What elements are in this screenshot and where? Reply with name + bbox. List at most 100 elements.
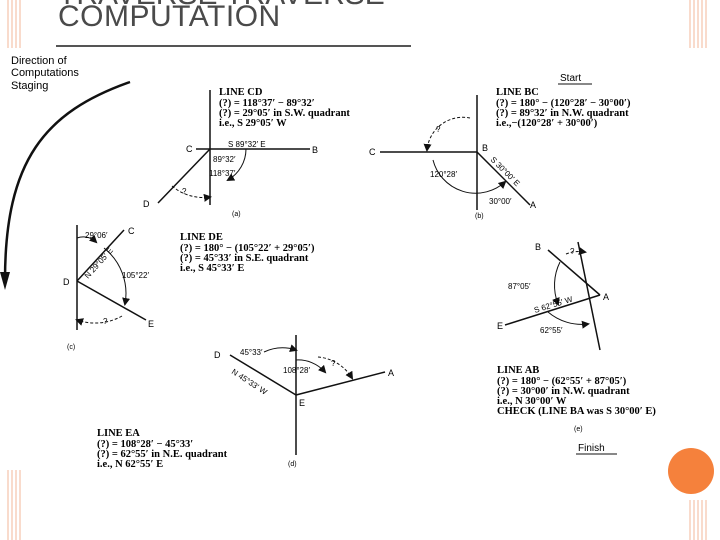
figure-d: D A E 45°33′ N 45°33′ W 108°28′ ? (d): [214, 335, 394, 468]
fig-a-line-cd: [157, 148, 211, 204]
fig-a-point-c: C: [186, 144, 193, 154]
fig-c-point-c: C: [128, 226, 135, 236]
line-ab-line-2: (?) = 30°00′ in N.W. quadrant: [497, 386, 630, 397]
fig-c-bearing: N 29°05′ E: [83, 246, 115, 280]
fig-e-angle-bottom-arc: [547, 311, 590, 329]
fig-b-question: ?: [436, 125, 441, 134]
fig-c-angle-top: 29°06′: [85, 231, 108, 240]
fig-a-angle-big: 118°37′: [209, 169, 236, 178]
line-bc-text: LINE BC (?) = 180° − (120°28′ − 30°00′) …: [496, 87, 631, 129]
fig-c-line-dc: [76, 229, 125, 282]
fig-e-point-a: A: [603, 292, 609, 302]
fig-e-meridian: [577, 241, 601, 351]
line-cd-text: LINE CD (?) = 118°37′ − 89°32′ (?) = 29°…: [219, 87, 350, 129]
fig-b-line-ba: [476, 151, 531, 206]
fig-b-point-a: A: [530, 200, 536, 210]
fig-e-question: ?: [570, 247, 575, 256]
fig-a-angle-q-arc: [171, 185, 212, 202]
fig-b-angle-q-arc: [423, 116, 471, 152]
figure-c: C D E 29°06′ N 29°05′ E 105°22′ ? (c): [63, 225, 154, 351]
slide-title: COMPUTATION: [58, 0, 281, 33]
fig-b-bearing: S 30°00′ E: [489, 155, 522, 188]
direction-label-3: Staging: [11, 80, 48, 92]
line-de-line-2: (?) = 45°33′ in S.E. quadrant: [180, 253, 309, 264]
line-bc-line-1: (?) = 180° − (120°28′ − 30°00′): [496, 98, 631, 109]
fig-d-angle-q-arc: [317, 356, 354, 380]
line-bc-heading: LINE BC: [496, 87, 539, 98]
fig-e-angle-top: 87°05′: [508, 282, 531, 291]
line-bc-line-2: (?) = 89°32′ in N.W. quadrant: [496, 108, 629, 119]
direction-arrow-curve: [3, 80, 131, 281]
line-ab-text: LINE AB (?) = 180° − (62°55′ + 87°05′) (…: [497, 365, 656, 417]
fig-d-line-de: [229, 354, 297, 396]
slide-title-cut: TRAVERSE TRAVERSE: [58, 0, 385, 12]
fig-a-point-b: B: [312, 145, 318, 155]
line-ea-heading: LINE EA: [97, 428, 140, 439]
fig-c-question: ?: [103, 317, 108, 326]
line-cd-line-3: i.e., S 29°05′ W: [219, 118, 287, 129]
fig-d-question: ?: [331, 359, 336, 368]
fig-c-line-de: [76, 280, 147, 321]
line-de-line-1: (?) = 180° − (105°22′ + 29°05′): [180, 243, 315, 254]
fig-e-angle-q-arc: [565, 247, 587, 255]
fig-e-bearing: S 62°55′ W: [533, 295, 574, 315]
line-ea-text: LINE EA (?) = 108°28′ − 45°33′ (?) = 62°…: [97, 428, 228, 470]
fig-e-angle-bottom: 62°55′: [540, 326, 563, 335]
line-ea-line-1: (?) = 108°28′ − 45°33′: [97, 439, 193, 450]
fig-a-point-d: D: [143, 199, 150, 209]
direction-label-1: Direction of: [11, 55, 68, 67]
fig-a-bearing: S 89°32′ E: [228, 140, 266, 149]
fig-e-point-b: B: [535, 242, 541, 252]
fig-c-angle-q-arc: [75, 315, 123, 326]
direction-arrow-head: [0, 272, 10, 290]
line-bc-line-3: i.e.,−(120°28′ + 30°00′): [496, 118, 598, 129]
fig-b-point-b: B: [482, 143, 488, 153]
line-de-line-3: i.e., S 45°33′ E: [180, 263, 244, 274]
fig-b-angle-big-arc: [432, 159, 507, 194]
fig-b-caption: (b): [475, 213, 484, 220]
fig-d-point-d: D: [214, 350, 221, 360]
fig-b-angle-small: 30°00′: [489, 197, 512, 206]
fig-d-angle-big: 108°28′: [283, 366, 310, 375]
fig-e-point-e: E: [497, 321, 503, 331]
line-cd-line-1: (?) = 118°37′ − 89°32′: [219, 98, 315, 109]
line-ab-line-3: i.e., N 30°00′ W: [497, 396, 567, 407]
fig-b-angle-big: 120°28′: [430, 170, 457, 179]
fig-d-line-ea: [295, 371, 386, 396]
fig-d-angle-top: 45°33′: [240, 348, 263, 357]
figure-e: B A E 87°05′ S 62°55′ W 62°55′ ?: [497, 241, 609, 351]
direction-label-group: Direction of Computations Staging: [11, 55, 79, 92]
figure-a: C B D S 89°32′ E 89°32′ 118°37′ ? (a): [143, 90, 318, 218]
fig-e-angle-top-arc: [552, 261, 561, 306]
fig-c-point-d: D: [63, 277, 70, 287]
line-ab-line-1: (?) = 180° − (62°55′ + 87°05′): [497, 376, 627, 387]
fig-d-caption: (d): [288, 461, 297, 468]
fig-d-angle-top-arc: [263, 344, 298, 353]
decorative-orange-dot: [668, 448, 714, 494]
fig-d-point-e: E: [299, 398, 305, 408]
start-label: Start: [560, 73, 581, 84]
line-ab-heading: LINE AB: [497, 365, 539, 376]
fig-a-angle-big-arc: [226, 148, 247, 182]
title-underline: [56, 45, 411, 47]
fig-e-line-ea: [504, 294, 601, 326]
fig-c-angle-big: 105°22′: [122, 271, 149, 280]
line-ea-line-3: i.e., N 62°55′ E: [97, 459, 163, 470]
finish-label: Finish: [578, 443, 605, 454]
fig-c-angle-top-arc: [76, 234, 98, 244]
fig-c-angle-big-arc: [103, 247, 131, 306]
fig-e-line-ba: [547, 249, 601, 296]
line-ea-line-2: (?) = 62°55′ in N.E. quadrant: [97, 449, 228, 460]
fig-d-angle-big-arc: [295, 359, 327, 374]
line-cd-heading: LINE CD: [219, 87, 263, 98]
fig-b-point-c: C: [369, 147, 376, 157]
fig-e-caption: (e): [574, 426, 583, 433]
direction-label-2: Computations: [11, 67, 79, 79]
fig-a-question: ?: [182, 187, 187, 196]
fig-d-point-a: A: [388, 368, 394, 378]
fig-c-point-e: E: [148, 319, 154, 329]
fig-c-caption: (c): [67, 344, 75, 351]
fig-a-caption: (a): [232, 211, 241, 218]
